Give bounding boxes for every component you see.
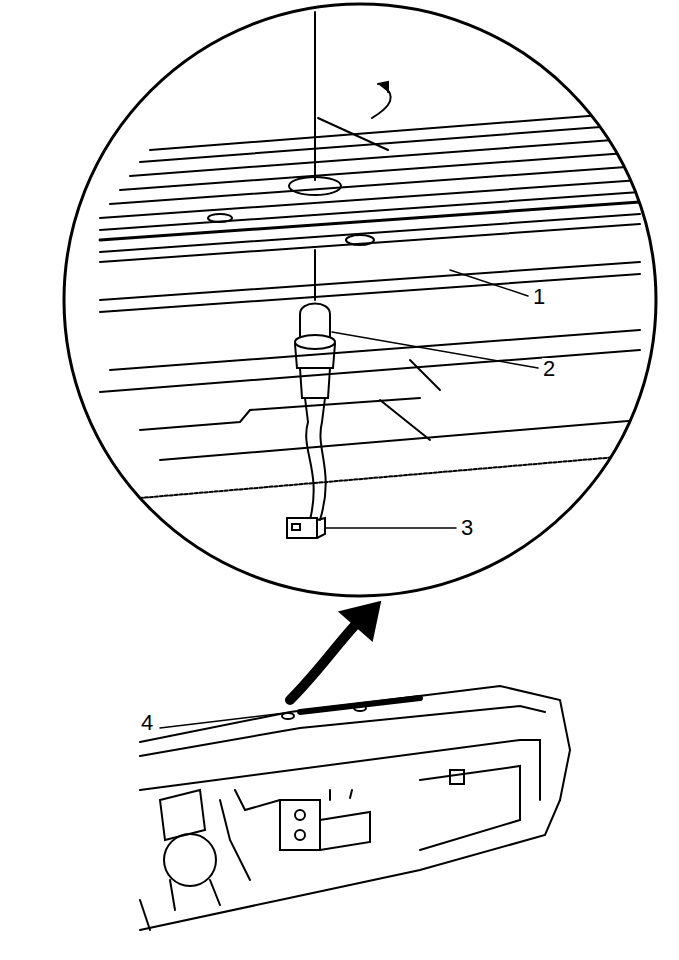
removal-axis bbox=[314, 12, 316, 180]
leader-line bbox=[332, 332, 538, 368]
bulb-socket bbox=[287, 304, 335, 539]
view-arrow bbox=[290, 620, 360, 700]
callout-number: 1 bbox=[532, 286, 546, 308]
defroster-grille bbox=[100, 112, 640, 498]
leader-line bbox=[450, 270, 528, 296]
callout-number: 4 bbox=[140, 712, 154, 734]
detail-circle bbox=[64, 4, 656, 596]
callout-number: 2 bbox=[542, 358, 556, 380]
instrument-panel bbox=[140, 686, 570, 930]
callout-number: 3 bbox=[460, 517, 474, 539]
leader-line bbox=[326, 527, 456, 529]
